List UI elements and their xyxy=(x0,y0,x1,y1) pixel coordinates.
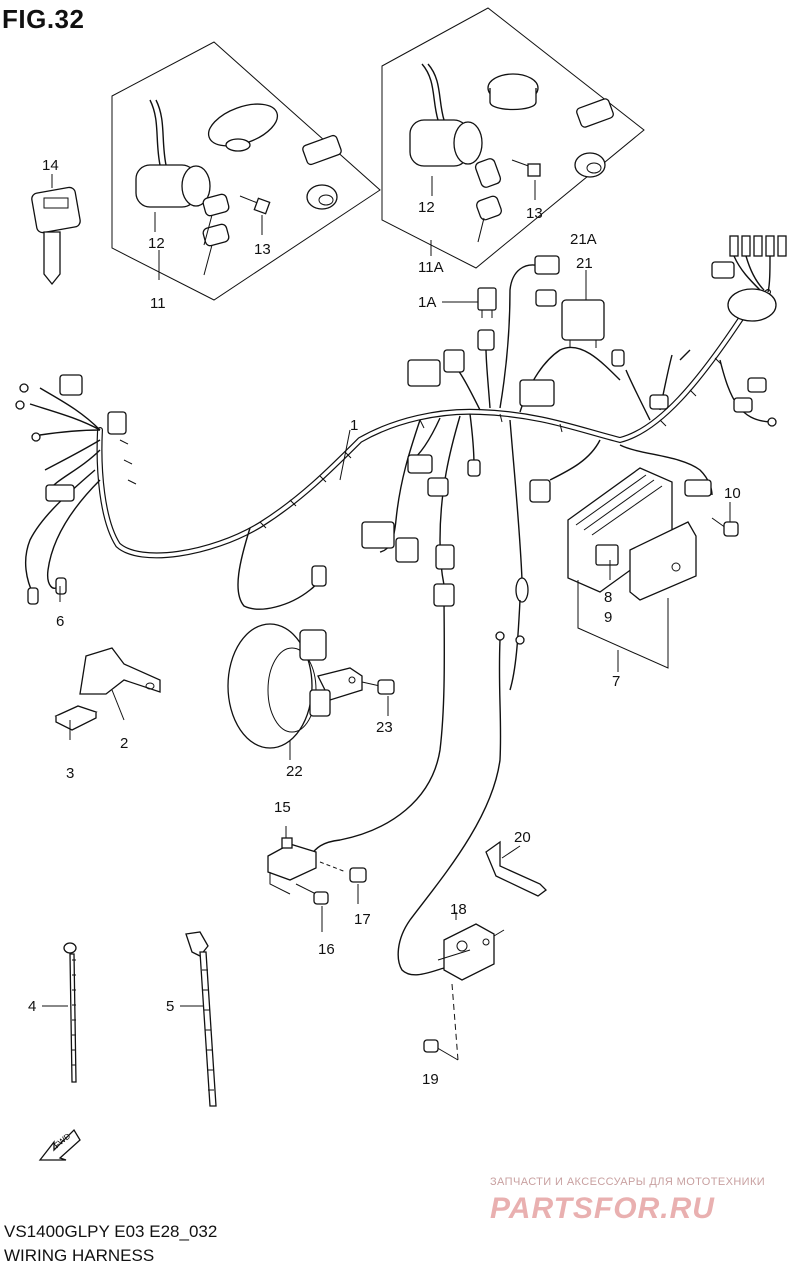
callout-5: 5 xyxy=(166,998,174,1015)
switch-15 xyxy=(267,826,367,932)
watermark-tagline: ЗАПЧАСТИ И АКСЕССУАРЫ ДЛЯ МОТОТЕХНИКИ xyxy=(490,1176,766,1188)
callout-4: 4 xyxy=(28,998,36,1015)
callout-19: 19 xyxy=(422,1071,439,1088)
callout-11: 11 xyxy=(150,295,166,312)
horn-22 xyxy=(227,623,395,760)
callout-18: 18 xyxy=(450,901,467,918)
callout-7: 7 xyxy=(612,673,620,690)
callout-2: 2 xyxy=(120,735,128,752)
regulator-rectifier-7 xyxy=(567,467,739,669)
callout-1: 1 xyxy=(350,417,358,434)
callout-9: 9 xyxy=(604,609,612,626)
model-code: VS1400GLPY E03 E28_032 xyxy=(4,1222,218,1241)
callout-leaders xyxy=(59,270,731,961)
callout-labels: 1 1A 2 3 4 5 6 7 8 9 10 11 11A 12 12 13 … xyxy=(28,157,741,1088)
cable-tie-4 xyxy=(42,942,77,1083)
callout-23: 23 xyxy=(376,719,393,736)
callout-13-box11: 13 xyxy=(254,241,271,258)
cushion-pad-3 xyxy=(54,705,98,731)
ignition-switch-kit-box-11 xyxy=(111,41,381,301)
callout-15: 15 xyxy=(274,799,291,816)
callout-12-box11A: 12 xyxy=(418,199,435,216)
callout-21: 21 xyxy=(576,255,593,272)
callout-11A: 11A xyxy=(418,259,444,276)
clamp-band-5 xyxy=(180,931,217,1107)
callout-14: 14 xyxy=(42,157,59,174)
sensor-18 xyxy=(423,912,505,1061)
bracket-2 xyxy=(79,647,161,721)
callout-1A: 1A xyxy=(418,294,436,311)
callout-12-box11: 12 xyxy=(148,235,165,252)
diagram-name: WIRING HARNESS xyxy=(4,1246,155,1265)
callout-16: 16 xyxy=(318,941,335,958)
callout-10: 10 xyxy=(724,485,741,502)
callout-13-box11A: 13 xyxy=(526,205,543,222)
callout-6: 6 xyxy=(56,613,64,630)
key-14 xyxy=(31,174,81,286)
forward-direction-arrow: FWD xyxy=(38,1128,81,1161)
figure-title: FIG.32 xyxy=(2,4,85,34)
callout-20: 20 xyxy=(514,829,531,846)
callout-8: 8 xyxy=(604,589,612,606)
sensor-leads xyxy=(309,583,525,976)
main-wiring-harness-1 xyxy=(15,235,787,610)
bracket-20 xyxy=(485,840,547,897)
ignition-switch-kit-box-11A xyxy=(381,7,645,269)
callout-3: 3 xyxy=(66,765,74,782)
callout-22: 22 xyxy=(286,763,303,780)
callout-21A: 21A xyxy=(570,231,597,248)
watermark-brand-logo: PARTSFOR.RU xyxy=(490,1192,715,1225)
callout-17: 17 xyxy=(354,911,371,928)
